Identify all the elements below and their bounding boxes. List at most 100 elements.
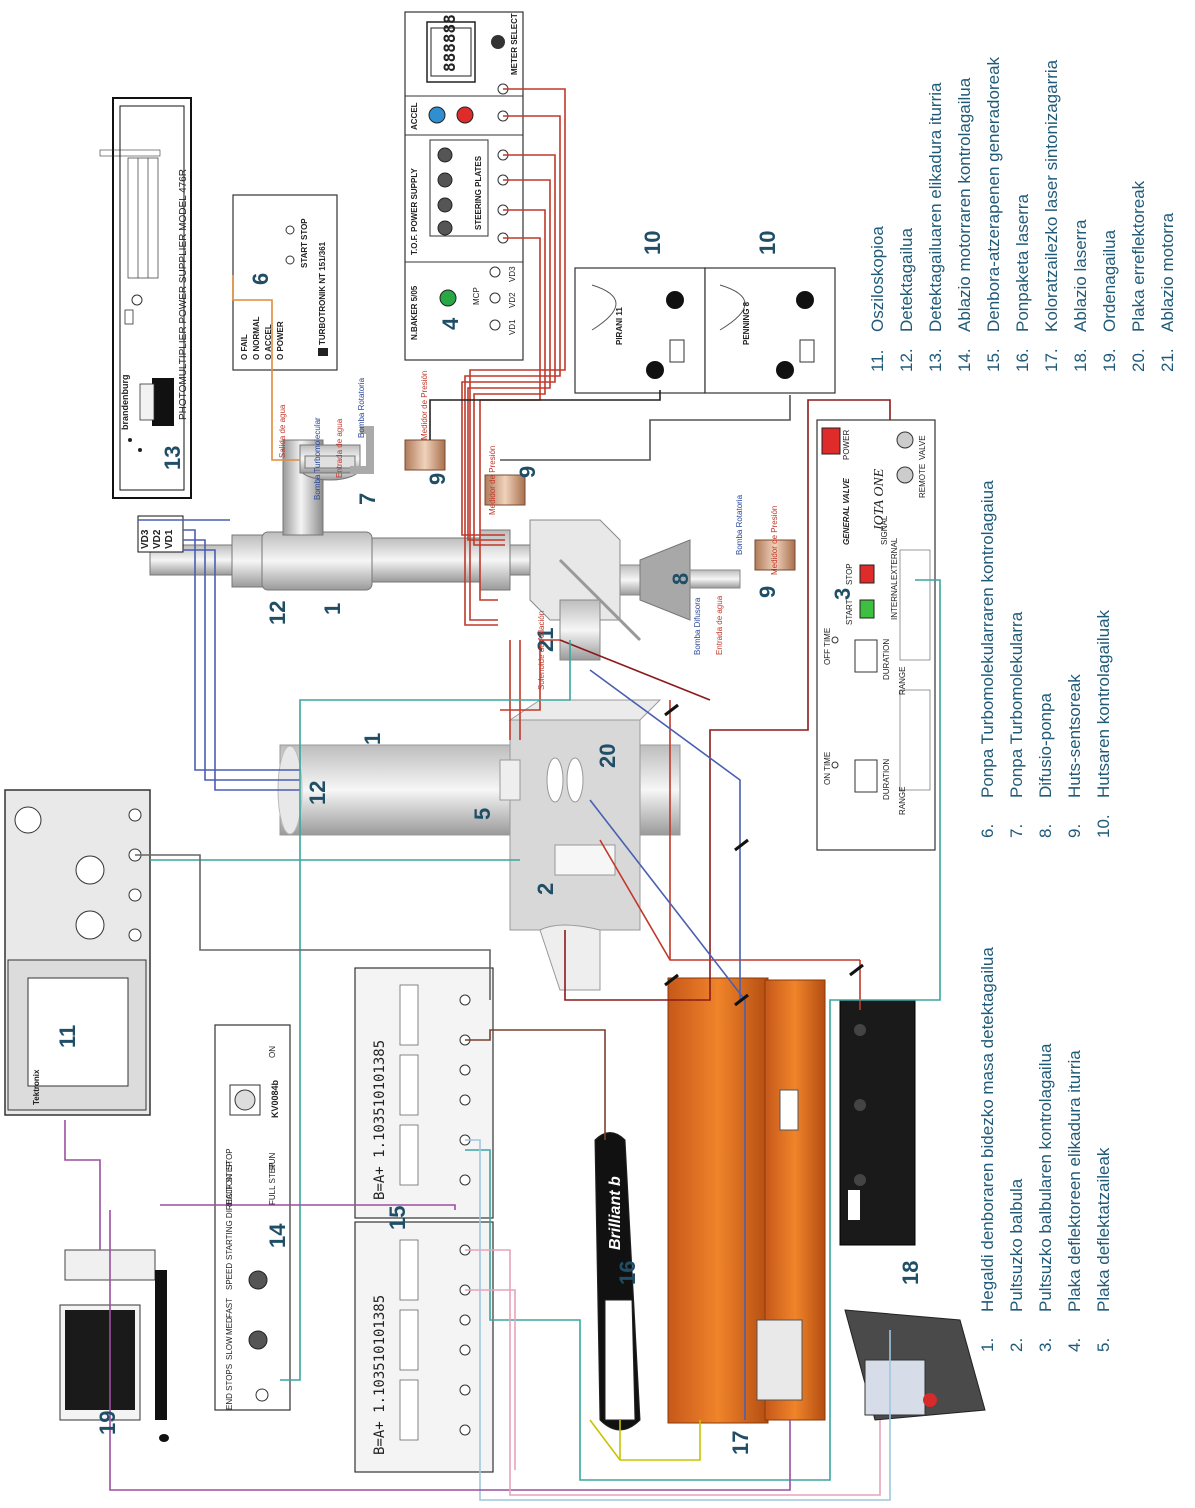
vacuum-chamber	[485, 475, 795, 660]
duration-label-2: DURATION	[882, 639, 891, 680]
on-time-label: ON TIME	[823, 752, 832, 785]
label-number-17: 17	[728, 1431, 754, 1455]
legend-item-12: 12.Detektagailua	[897, 228, 917, 372]
medidor-1: Medidor de Presión	[420, 371, 429, 440]
turbo-title: TURBOTRONIK NT 151/361	[318, 242, 327, 345]
range-label-2: RANGE	[898, 667, 907, 695]
legend-item-15: 15.Denbora-atzerapenen generadoreak	[984, 57, 1004, 372]
bomba-difusora: Bomba Difusora	[693, 598, 702, 655]
med-label: MED	[225, 1317, 234, 1335]
internal-label: INTERNAL	[890, 580, 899, 620]
legend-item-13: 13.Detektagailuaren elikadura iturria	[926, 83, 946, 372]
general-valve-label: GENERAL VALVE	[842, 478, 851, 545]
salida-agua: Salida de agua	[278, 405, 287, 458]
external-label: EXTERNAL	[890, 538, 899, 580]
entrada-agua-1: Entrada de agua	[335, 419, 344, 478]
dg-display-2: B=A+ 1.103510101385	[372, 1295, 388, 1455]
power-label: POWER	[842, 430, 851, 460]
legend-item-18: 18.Ablazio laserra	[1071, 220, 1091, 372]
pm-brand: brandenburg	[120, 375, 130, 431]
label-number-9b: 9	[515, 466, 541, 478]
label-number-8: 8	[668, 573, 694, 585]
vacuum-controllers	[575, 268, 835, 393]
fast-label: FAST	[225, 1298, 234, 1318]
valve-label: VALVE	[918, 435, 927, 460]
ablation-laser	[840, 1000, 985, 1420]
on-switch-label: ON	[268, 1046, 277, 1058]
label-number-11: 11	[55, 1025, 81, 1048]
tof-label: T.O.F. POWER SUPPLY	[410, 168, 419, 255]
vd-box-1: VD1	[164, 530, 175, 549]
label-number-2: 2	[533, 883, 559, 895]
medidor-3: Medidor de Presión	[770, 506, 779, 575]
legend-item-17: 17.Koloratzailezko laser sintonizagarria	[1042, 60, 1062, 372]
oscilloscope	[5, 790, 150, 1115]
label-number-12b: 12	[305, 781, 331, 805]
label-number-7: 7	[355, 493, 381, 505]
legend-item-20: 20.Plaka erreflektoreak	[1129, 181, 1149, 372]
legend-item-10: 10.Hutsaren kontrolagailuak	[1094, 610, 1114, 838]
medidor-2: Medidor de Presión	[488, 446, 497, 515]
legend-item-1: 1.Hegaldi denboraren bidezko masa detekt…	[978, 947, 998, 1352]
start-btn-label: START	[845, 600, 854, 625]
label-number-15: 15	[385, 1206, 411, 1230]
end-stops-label: END STOPS	[225, 1364, 234, 1410]
accel-label: ACCEL	[410, 102, 419, 130]
legend-item-3: 3.Pultsuzko balbularen kontrolagailua	[1036, 1044, 1056, 1352]
turbo-fail: O FAIL	[240, 334, 249, 360]
label-number-14: 14	[265, 1224, 291, 1248]
range-label-1: RANGE	[898, 787, 907, 815]
pm-title: PHOTOMULTIPLIER POWER SUPPLIER MODEL 476…	[178, 169, 189, 420]
vd1-label: VD1	[508, 319, 517, 335]
speed-label: SPEED	[225, 1263, 234, 1290]
stop-switch-label: STOP	[225, 1148, 234, 1170]
label-number-9a: 9	[425, 473, 451, 485]
legend-item-7: 7.Ponpa Turbomolekularra	[1007, 612, 1027, 838]
run-switch-label: RUN	[268, 1153, 277, 1170]
nbaker-label: N.BAKER 5/05	[410, 286, 419, 340]
pirani-label: PIRANI 11	[615, 307, 624, 345]
vd2-label: VD2	[508, 292, 517, 308]
turbo-normal: O NORMAL	[252, 316, 261, 360]
label-number-3: 3	[830, 588, 856, 600]
turbo-power: O POWER	[276, 321, 285, 360]
legend-item-8: 8.Difusio-ponpa	[1036, 693, 1056, 838]
remote-label: REMOTE	[918, 464, 927, 498]
bomba-turbo: Bomba Turbomolecular	[313, 417, 322, 500]
duration-label-1: DURATION	[882, 759, 891, 800]
legend-item-5: 5.Plaka deflektatzaileak	[1094, 1148, 1114, 1352]
mcp-label: MCP	[472, 287, 481, 305]
bomba-rotatoria-1: Bomba Rotatoria	[357, 378, 366, 438]
steering-label: STEERING PLATES	[474, 156, 483, 230]
label-number-18: 18	[898, 1261, 924, 1285]
slow-label: SLOW	[225, 1336, 234, 1360]
penning-label: PENNING 8	[742, 302, 751, 345]
vd3-label: VD3	[508, 266, 517, 282]
dye-laser	[668, 978, 825, 1423]
label-number-1a: 1	[320, 603, 346, 615]
turbo-start: START	[300, 242, 309, 268]
turbo-stop: STOP	[300, 218, 309, 240]
kv-label: KV0084b	[270, 1080, 280, 1118]
turbo-accel: O ACCEL	[264, 324, 273, 360]
label-number-20: 20	[595, 744, 621, 768]
bomba-rotatoria-2: Bomba Rotatoria	[735, 495, 744, 555]
off-time-label: OFF TIME	[823, 628, 832, 665]
legend-item-16: 16.Ponpaketa laserra	[1013, 194, 1033, 372]
label-number-5: 5	[470, 808, 496, 820]
legend-item-19: 19.Ordenagailua	[1100, 230, 1120, 372]
solenoide-label: Solenoide de Ablación	[537, 611, 546, 690]
osc-brand: Tektronix	[32, 1070, 41, 1105]
label-number-6: 6	[248, 273, 274, 285]
legend-item-21: 21.Ablazio motorra	[1158, 213, 1178, 372]
vd-box-3: VD3	[140, 530, 151, 549]
vd-box-2: VD2	[152, 530, 163, 549]
label-number-10b: 10	[755, 231, 781, 255]
label-number-13: 13	[160, 446, 186, 470]
legend-item-9: 9.Huts-sentsoreak	[1065, 674, 1085, 838]
legend-item-14: 14.Ablazio motorraren kontrolagailua	[955, 78, 975, 372]
legend-item-6: 6.Ponpa Turbomolekularraren kontrolagaiu…	[978, 480, 998, 838]
meter-display: 888888	[440, 14, 459, 72]
label-number-16: 16	[615, 1261, 641, 1285]
